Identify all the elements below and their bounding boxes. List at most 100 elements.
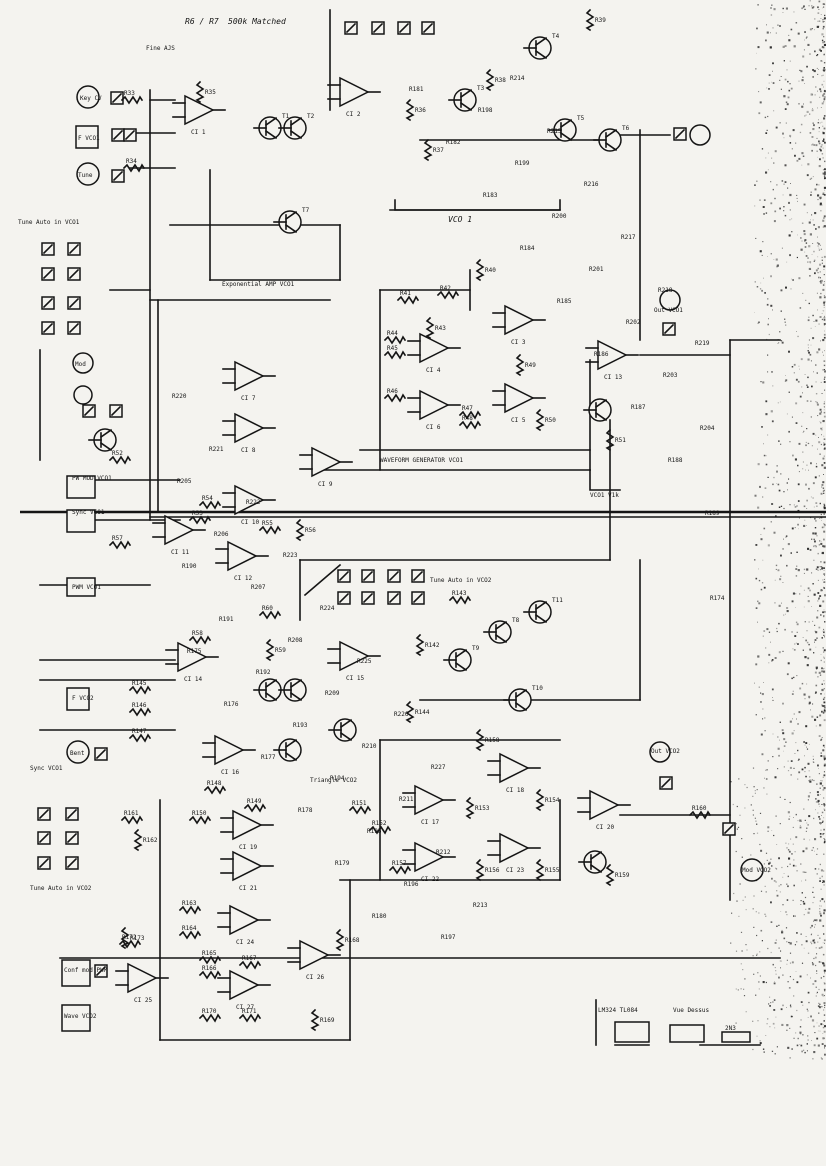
resistor-designator: R50 [545,417,556,424]
ic-designator: CI 21 [239,885,257,892]
resistor-designator: R194 [330,775,345,782]
ic-designator: CI 1 [191,129,206,136]
transistor-designator: T11 [552,597,563,604]
resistor-designator: R216 [584,181,599,188]
op-amp-symbol [597,339,628,371]
transistor-designator: T1 [282,113,290,120]
resistor-designator: R210 [362,743,377,750]
ic-designator: CI 22 [421,876,439,883]
resistor-designator: R177 [261,754,276,761]
resistor-designator: R203 [663,372,678,379]
resistor-designator: R179 [335,860,350,867]
pinout-legend-label: Vue Dessus [673,1007,710,1014]
resistor-designator: R219 [695,340,710,347]
resistor-designator: R54 [202,495,213,502]
resistor-designator: R52 [112,450,123,457]
resistor-designator: R34 [126,158,137,165]
schematic-labels: R6 / R7 500k Matched Fine AJS Key CV F V… [18,17,771,1032]
vco1-section-label: VCO 1 [448,215,472,224]
transistor-designator: T5 [577,115,585,122]
resistor-designator: R53 [192,510,203,517]
resistor-symbol [188,515,212,525]
resistor-designator: R220 [172,393,187,400]
f-vco2-label: F VCO2 [72,695,94,702]
op-amp-symbol [234,484,265,516]
resistor-symbol [535,788,545,812]
op-amp-symbol [504,382,535,414]
resistor-symbol [108,455,132,465]
resistor-symbol [423,138,433,162]
ic-designator: CI 27 [236,1004,254,1011]
op-amp-symbol [184,94,215,126]
resistor-designator: R48 [462,415,473,422]
resistor-designator: R149 [247,798,262,805]
legend-pinouts [595,999,761,1046]
resistor-designator: R163 [182,900,197,907]
resistor-designator: R185 [557,298,572,305]
resistor-designator: R196 [404,881,419,888]
ic-designator: CI 2 [346,111,361,118]
resistor-designator: R211 [399,796,414,803]
op-amp-symbol [229,904,260,936]
resistor-symbol [128,707,152,717]
resistor-designator: R147 [132,728,147,735]
resistor-symbol [475,858,485,882]
resistor-designator: R191 [219,616,234,623]
resistor-designator: R164 [182,925,197,932]
ic-designator: CI 15 [346,675,364,682]
resistor-designator: R227 [431,764,446,771]
resistor-symbol [368,825,392,835]
op-amp-symbol [499,832,530,864]
resistor-symbol [198,970,222,980]
resistor-designator: R171 [242,1008,257,1015]
resistor-symbol [515,353,525,377]
resistor-symbol [295,518,305,542]
resistor-designator: R46 [387,388,398,395]
tune-auto-vco2-lower-label: Tune Auto in VCO2 [30,885,92,892]
resistor-designator: R202 [626,319,641,326]
resistor-designator: R58 [192,630,203,637]
op-amp-symbol [414,841,445,873]
resistor-designator: R174 [710,595,725,602]
transistor-designator: T2 [307,113,315,120]
ic-designator: CI 12 [234,575,252,582]
resistor-designator: R148 [207,780,222,787]
mod-vco2-label: Mod VCO2 [742,867,771,874]
resistor-symbol [120,926,130,950]
resistor-designator: R160 [692,805,707,812]
resistors [108,8,712,1032]
op-amp-symbol [164,514,195,546]
resistor-designator: R150 [192,810,207,817]
resistor-symbol [436,290,460,300]
wave-vco2-label: Wave VCO2 [64,1013,97,1020]
resistor-designator: R213 [473,902,488,909]
resistor-designator: R201 [589,266,604,273]
resistor-designator: R155 [545,867,560,874]
resistor-designator: R226 [394,711,409,718]
ic-designator: CI 6 [426,424,441,431]
resistor-designator: R166 [202,965,217,972]
resistor-symbol [475,258,485,282]
resistor-symbol [188,635,212,645]
tune-auto-vco1-label: Tune Auto in VCO1 [18,219,80,226]
resistor-designator: R41 [400,290,411,297]
resistor-symbol [128,733,152,743]
transistor-designator: T10 [532,685,543,692]
transistor-designator: T8 [512,617,520,624]
resistor-symbol [335,928,345,952]
section-brackets [394,199,621,491]
resistor-designator: R188 [668,457,683,464]
resistor-symbol [405,700,415,724]
resistor-designator: R159 [615,872,630,879]
resistor-designator: R145 [132,680,147,687]
resistor-symbol [120,95,144,105]
resistor-designator: R206 [214,531,229,538]
resistor-symbol [383,335,407,345]
resistor-designator: R165 [202,950,217,957]
resistor-designator: R169 [320,1017,335,1024]
resistor-symbol [448,595,472,605]
resistor-designator: R57 [112,535,123,542]
resistor-symbol [458,410,482,420]
resistor-symbol [458,420,482,430]
